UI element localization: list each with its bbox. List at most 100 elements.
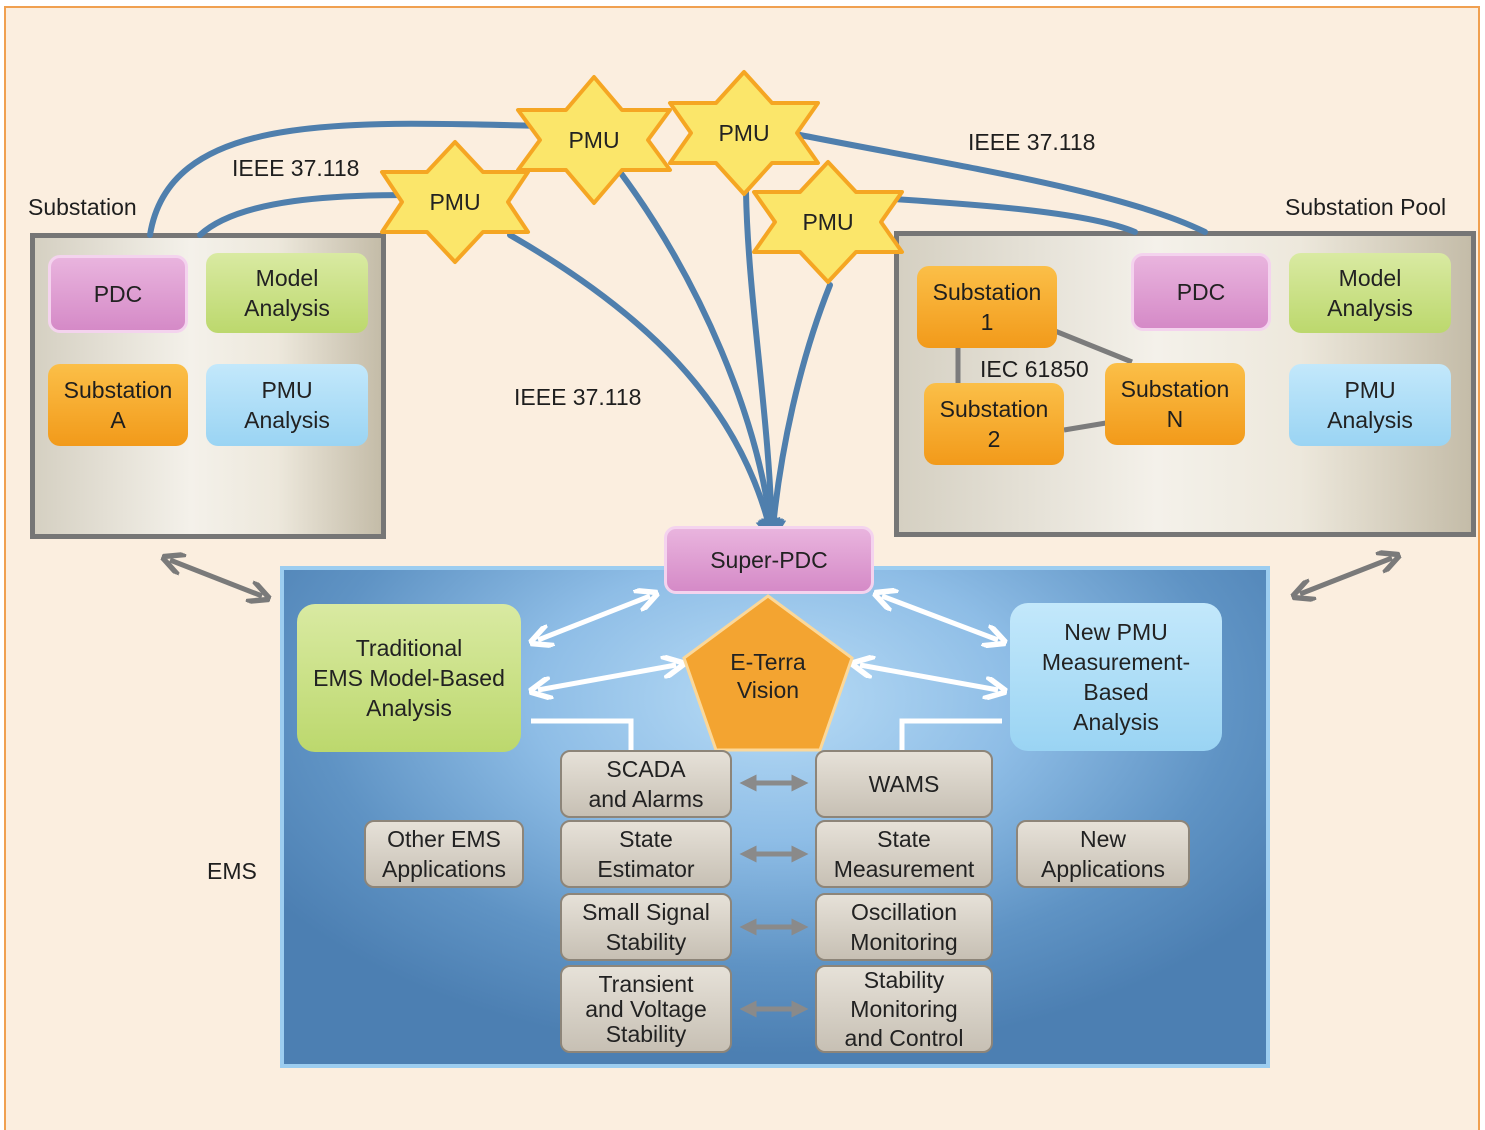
box-line: Traditional [355,635,463,661]
link-sub2-subn [1063,420,1107,433]
arrow-traditional-super-pdc [538,596,650,640]
box-line: Measurement [833,856,975,882]
box-line: 1 [980,309,994,335]
arrow-pool-ems [1300,558,1392,594]
box-line: Small Signal [582,899,710,925]
pdc-label: PDC [1176,279,1226,305]
box-line: Applications [1040,856,1166,882]
connector-newpmu-apps [899,718,1002,752]
box-line: State [619,826,673,852]
box-line: Substation [932,279,1042,305]
box-line: Measurement- [1041,649,1191,675]
box-line: Analysis [244,407,330,433]
ieee-label-center: IEEE 37.118 [514,384,642,410]
pmu-label: PMU [718,120,770,146]
arrow-eterra-newpmu [860,665,998,690]
box-line: and Control [844,1024,964,1051]
left-pdc-box: PDC [48,255,188,333]
pmu-stars [380,70,904,284]
connector-traditional-apps [531,718,634,752]
box-line: Applications [381,856,507,882]
pmu-star-4 [752,160,904,284]
box-line: 2 [987,426,1001,452]
box-line: Oscillation [850,899,958,925]
box-line: Analysis [1073,709,1159,735]
wams-box: WAMS [815,750,993,818]
ems-label: EMS [207,858,257,884]
box-line: Stability [605,929,687,955]
ieee-label-left: IEEE 37.118 [232,155,360,181]
box-line: Monitoring [850,929,958,955]
arrow-pmu3-super-pdc [743,189,785,545]
pdc-label: PDC [93,281,143,307]
arrow-pmu4-super-pdc [761,282,833,545]
substation-2-box: Substation 2 [924,383,1064,465]
box-line: PMU [1344,377,1396,403]
pmu-node-3: PMU [704,117,784,149]
box-line: Model [255,265,319,291]
box-line: SCADA [606,756,686,782]
box-line: Transient [598,970,694,997]
super-pdc-label: Super-PDC [710,547,828,573]
box-line: Vision [736,677,800,703]
super-pdc-links [507,169,833,545]
box-line: Substation [939,396,1049,422]
box-line: Stability [605,1020,687,1047]
white-arrows [531,596,1002,752]
box-line: Analysis [366,695,452,721]
link-pool-pmu4 [875,195,1138,235]
substation-pool-label: Substation Pool [1285,194,1447,220]
substation-1-box: Substation 1 [917,266,1057,348]
iec-links [955,328,1133,433]
box-line: and Voltage [585,995,707,1022]
arrow-substation-ems [170,560,262,596]
pmu-node-1: PMU [554,124,634,156]
box-line: State [877,826,931,852]
pmu-node-4: PMU [788,206,868,238]
link-left-substation-pmu1 [147,120,551,238]
arrow-super-pdc-newpmu [882,596,998,640]
substation-label: Substation [28,194,137,220]
box-line: Substation [1120,376,1230,402]
ieee-links [147,120,1208,238]
box-line: WAMS [868,771,940,797]
link-sub1-subn [1054,328,1133,365]
link-left-substation-pmu2 [197,192,413,238]
pmu-star-3 [668,70,820,196]
box-line: Based [1083,679,1149,705]
pmu-label: PMU [802,209,854,235]
box-line: New PMU [1064,619,1168,645]
box-line: E-Terra [730,649,806,675]
box-line: N [1166,406,1184,432]
right-pmu-analysis-box: PMU Analysis [1289,364,1451,446]
box-line: Stability [863,966,945,993]
box-line: New [1079,826,1126,852]
pmu-star-1 [516,75,672,205]
arrow-traditional-eterra [538,665,676,690]
eterra-pentagon [682,594,854,752]
box-line: Analysis [1327,407,1413,433]
box-line: Analysis [244,295,330,321]
pmu-star-2 [380,140,530,264]
pmu-label: PMU [568,127,620,153]
ieee-label-right: IEEE 37.118 [968,129,1096,155]
iec-label: IEC 61850 [980,356,1089,382]
